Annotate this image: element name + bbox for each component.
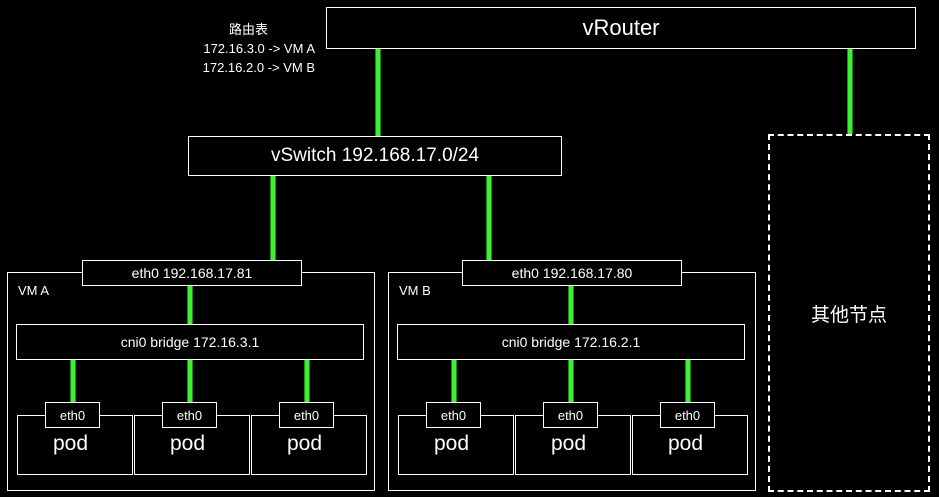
pod-top-border (515, 415, 543, 416)
pod-eth0: eth0 (660, 402, 715, 428)
vm-b-eth0: eth0 192.168.17.80 (462, 260, 682, 286)
pod-eth0-label: eth0 (440, 407, 467, 423)
pod-top-border (481, 415, 514, 416)
pod-label: pod (287, 432, 323, 455)
pod-eth0: eth0 (279, 402, 334, 428)
pod-label: pod (53, 432, 89, 455)
pod-label: pod (668, 432, 704, 455)
pod-eth0-label: eth0 (176, 407, 203, 423)
link-vrouter-vswitch (375, 49, 381, 136)
pod-eth0-label: eth0 (674, 407, 701, 423)
pod-top-border (100, 415, 133, 416)
pod-top-border (598, 415, 631, 416)
pod-top-border (134, 415, 162, 416)
pod-eth0: eth0 (45, 402, 100, 428)
pod-top-border (632, 415, 660, 416)
vm-b-bridge-label: cni0 bridge 172.16.2.1 (501, 334, 641, 350)
vswitch-box: vSwitch 192.168.17.0/24 (188, 136, 562, 176)
link-vm-a-pod3 (304, 360, 310, 402)
pod-top-border (17, 415, 45, 416)
pod-top-border (715, 415, 748, 416)
route-table: 路由表 172.16.3.0 -> VM A 172.16.2.0 -> VM … (160, 20, 315, 77)
pod-box (515, 415, 631, 475)
pod-box (134, 415, 250, 475)
pod-eth0: eth0 (162, 402, 217, 428)
pod-eth0-label: eth0 (59, 407, 86, 423)
pod-box (251, 415, 367, 475)
vm-b-name: VM B (399, 283, 431, 298)
link-vrouter-other-nodes (847, 49, 853, 134)
link-vm-a-pod2 (187, 360, 193, 402)
link-vswitch-vma (270, 176, 276, 260)
pod-top-border (217, 415, 250, 416)
pod-top-border (251, 415, 279, 416)
vrouter-label: vRouter (582, 15, 660, 40)
vswitch-label: vSwitch 192.168.17.0/24 (270, 145, 480, 166)
link-vm-b-pod3 (685, 360, 691, 402)
pod-eth0: eth0 (543, 402, 598, 428)
vrouter-box: vRouter (326, 7, 916, 49)
pod-box (632, 415, 748, 475)
link-vm-b-eth0-bridge (568, 286, 574, 324)
pod-label: pod (551, 432, 587, 455)
pod-eth0-label: eth0 (557, 407, 584, 423)
link-vm-b-pod1 (451, 360, 457, 402)
vm-b-bridge: cni0 bridge 172.16.2.1 (397, 324, 745, 360)
vm-a-bridge-label: cni0 bridge 172.16.3.1 (120, 334, 260, 350)
link-vm-b-pod2 (568, 360, 574, 402)
vm-b-eth0-label: eth0 192.168.17.80 (511, 265, 633, 281)
pod-label: pod (434, 432, 470, 455)
route-entry: 172.16.3.0 -> VM A (203, 41, 315, 56)
link-vm-a-eth0-bridge (187, 286, 193, 324)
pod-top-border (334, 415, 367, 416)
vm-a-eth0: eth0 192.168.17.81 (82, 260, 302, 286)
pod-top-border (398, 415, 426, 416)
pod-eth0: eth0 (426, 402, 481, 428)
vm-a-eth0-label: eth0 192.168.17.81 (131, 265, 253, 281)
pod-box (398, 415, 514, 475)
route-table-title: 路由表 (228, 22, 268, 37)
vm-a-bridge: cni0 bridge 172.16.3.1 (16, 324, 364, 360)
link-vswitch-vmb (486, 176, 492, 260)
pod-eth0-label: eth0 (293, 407, 320, 423)
other-nodes-box: 其他节点 (768, 134, 930, 492)
route-entry: 172.16.2.0 -> VM B (202, 60, 315, 75)
link-vm-a-pod1 (70, 360, 76, 402)
vm-a-name: VM A (18, 283, 50, 298)
pod-label: pod (170, 432, 206, 455)
pod-box (17, 415, 133, 475)
other-nodes-label: 其他节点 (810, 304, 887, 326)
